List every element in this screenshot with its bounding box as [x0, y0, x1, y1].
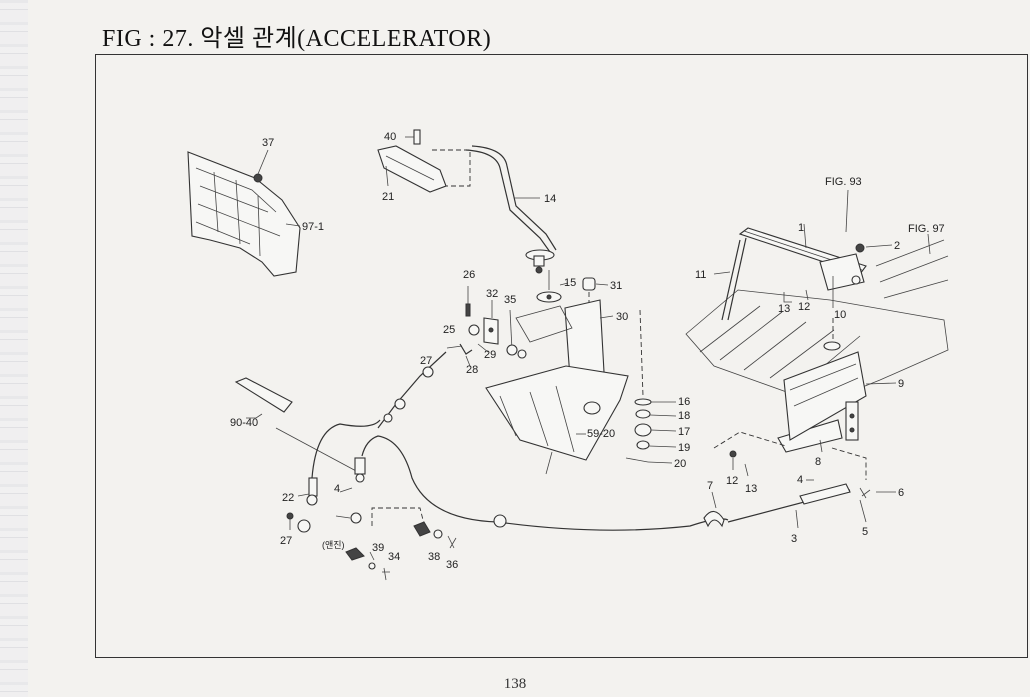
floor-panel: [685, 289, 949, 405]
scan-edge-artifact: [0, 0, 28, 697]
label-27a: 27: [420, 355, 432, 367]
label-97-1: 97-1: [302, 221, 324, 233]
label-19: 19: [678, 442, 690, 454]
label-1: 1: [798, 222, 804, 234]
label-6: 6: [898, 487, 904, 499]
lever-bracket-group: [446, 286, 527, 367]
lower-fastener-group: [286, 507, 457, 581]
label-59-20: 59-20: [587, 428, 615, 440]
pedal-arm-14: [465, 145, 557, 274]
label-10: 10: [834, 309, 846, 321]
page-number: 138: [503, 676, 527, 692]
label-13b: 13: [745, 483, 757, 495]
label-fig97: FIG. 97: [908, 223, 945, 235]
diagram-frame: [95, 54, 1028, 658]
label-11: 11: [695, 269, 706, 281]
label-3: 3: [791, 533, 797, 545]
label-8: 8: [815, 456, 821, 468]
panel-97-1: [187, 149, 301, 277]
label-35: 35: [504, 294, 516, 306]
label-9: 9: [898, 378, 904, 390]
label-16: 16: [678, 396, 690, 408]
label-36: 36: [446, 559, 458, 571]
label-31: 31: [610, 280, 622, 292]
label-28: 28: [466, 364, 478, 376]
label-32: 32: [486, 288, 498, 300]
label-21: 21: [382, 191, 394, 203]
cable-clip-7: [703, 491, 725, 528]
label-27b: 27: [280, 535, 292, 547]
label-15: 15: [564, 277, 576, 289]
label-12a: 12: [798, 301, 810, 313]
label-7: 7: [707, 480, 713, 492]
label-40: 40: [384, 131, 396, 143]
label-38: 38: [428, 551, 440, 563]
label-90-40: 90-40: [230, 417, 258, 429]
label-25: 25: [443, 324, 455, 336]
label-26: 26: [463, 269, 475, 281]
label-37: 37: [262, 137, 274, 149]
pedal-bracket-8: [713, 419, 867, 480]
label-39: 39: [372, 542, 384, 554]
floor-bracket-59-20: [485, 365, 629, 475]
throttle-cables: [297, 419, 729, 531]
label-5: 5: [862, 526, 868, 538]
label-13a: 13: [778, 303, 790, 315]
throttle-rod: [727, 479, 896, 529]
label-34: 34: [388, 551, 400, 563]
label-14: 14: [544, 193, 556, 205]
accelerator-rod: [377, 351, 447, 429]
label-22: 22: [282, 492, 294, 504]
cover-plate-9: [783, 351, 897, 441]
washer-stack: [625, 309, 677, 464]
label-18: 18: [678, 410, 690, 422]
label-29: 29: [484, 349, 496, 361]
label-4b: 4: [797, 474, 803, 486]
pivot-bushing-group: [515, 270, 614, 379]
label-17: 17: [678, 426, 690, 438]
label-4a: 4: [334, 483, 340, 495]
label-fig93: FIG. 93: [825, 176, 862, 188]
label-30: 30: [616, 311, 628, 323]
label-2: 2: [894, 240, 900, 252]
engine-note: (앤진): [322, 540, 345, 550]
label-12b: 12: [726, 475, 738, 487]
pedal-shaft-assembly: [713, 189, 949, 351]
accelerator-pedal-pad: [377, 129, 471, 193]
label-20: 20: [674, 458, 686, 470]
figure-title: FIG : 27. 악셀 관계(ACCELERATOR): [102, 26, 492, 52]
